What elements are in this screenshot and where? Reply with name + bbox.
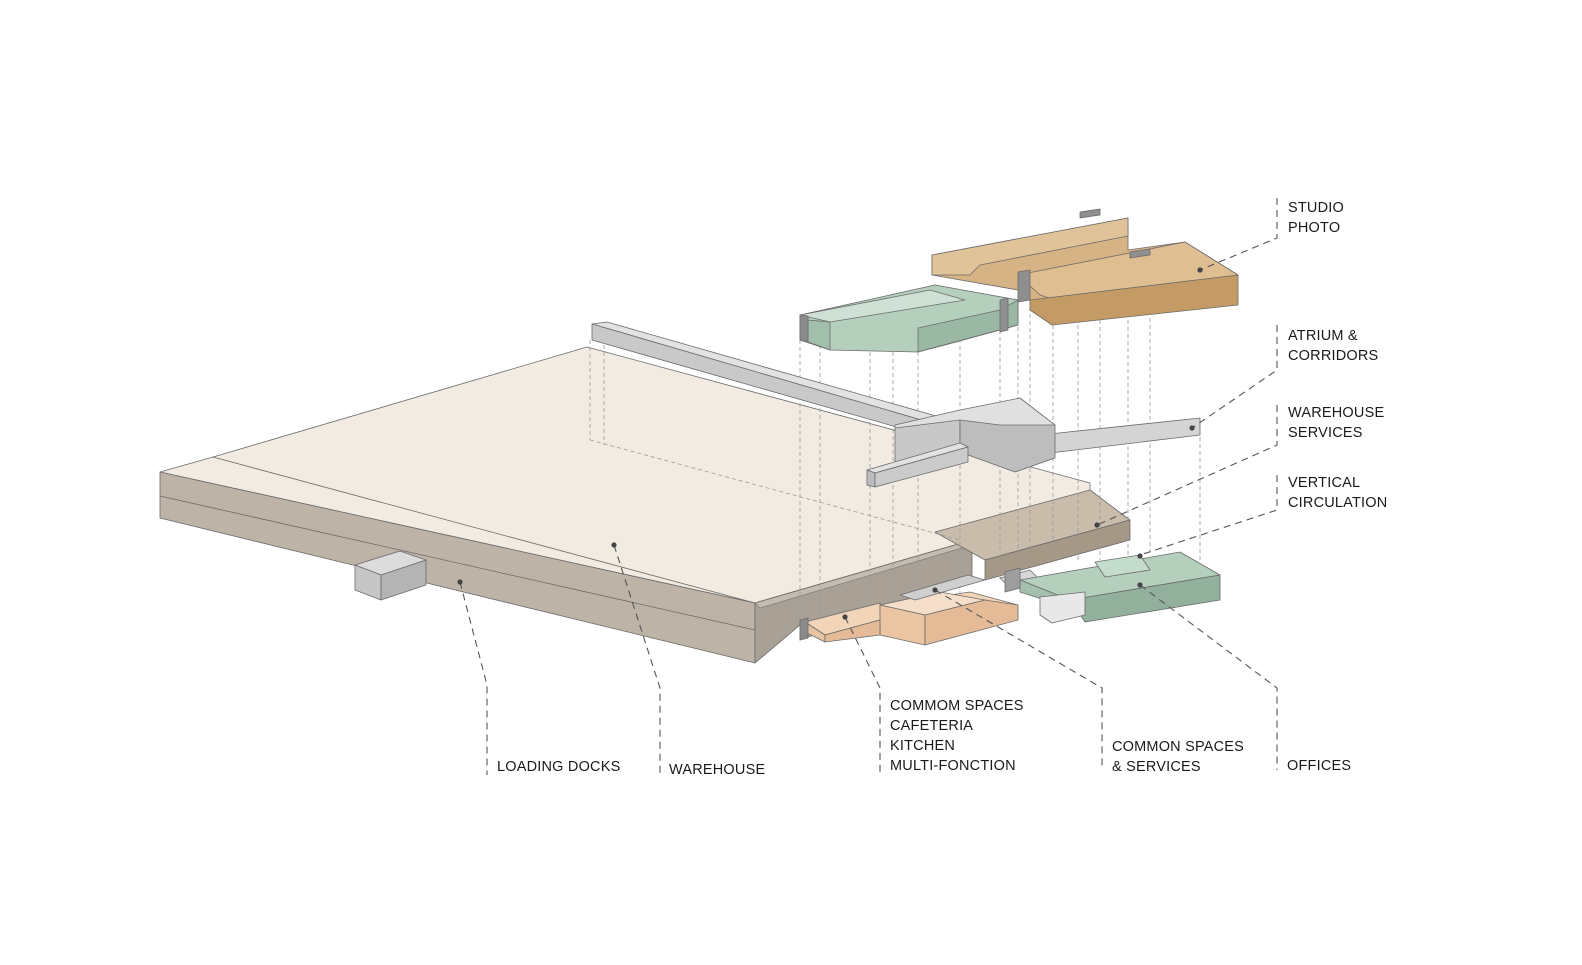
warehouse-services-label-line1: WAREHOUSE xyxy=(1288,405,1384,421)
warehouse-services-volume xyxy=(934,489,1131,581)
atrium-label-line1: ATRIUM & xyxy=(1288,328,1358,344)
vertical-circulation-volume xyxy=(799,567,1021,641)
cafeteria-volume xyxy=(804,591,1019,646)
labels: STUDIO PHOTO ATRIUM & CORRIDORS WAREHOUS… xyxy=(497,200,1387,778)
leader-dots xyxy=(457,267,1203,620)
studio-photo-volume xyxy=(931,208,1239,326)
studio-photo-label-line2: PHOTO xyxy=(1288,220,1340,236)
leader-lines xyxy=(459,198,1278,775)
offices-volume xyxy=(1019,551,1221,624)
commom-spaces-label-line2: CAFETERIA xyxy=(890,718,973,734)
loading-docks-label: LOADING DOCKS xyxy=(497,759,620,775)
commom-spaces-label-line4: MULTI-FONCTION xyxy=(890,758,1016,774)
studio-photo-label-line1: STUDIO xyxy=(1288,200,1344,216)
vertical-circulation-label-line1: VERTICAL xyxy=(1288,475,1360,491)
offices-upper-volume xyxy=(799,284,1019,353)
atrium-label-line2: CORRIDORS xyxy=(1288,348,1378,364)
commom-spaces-label-line3: KITCHEN xyxy=(890,738,955,754)
warehouse-services-label-line2: SERVICES xyxy=(1288,425,1363,441)
commom-spaces-label-line1: COMMOM SPACES xyxy=(890,698,1024,714)
offices-label: OFFICES xyxy=(1287,758,1351,774)
common-services-label-line2: & SERVICES xyxy=(1112,759,1201,775)
common-services-label-line1: COMMON SPACES xyxy=(1112,739,1244,755)
atrium-corridors-volume xyxy=(591,321,1201,488)
warehouse-label: WAREHOUSE xyxy=(669,762,765,778)
loading-dock-volume xyxy=(354,550,427,601)
vertical-circulation-label-line2: CIRCULATION xyxy=(1288,495,1387,511)
